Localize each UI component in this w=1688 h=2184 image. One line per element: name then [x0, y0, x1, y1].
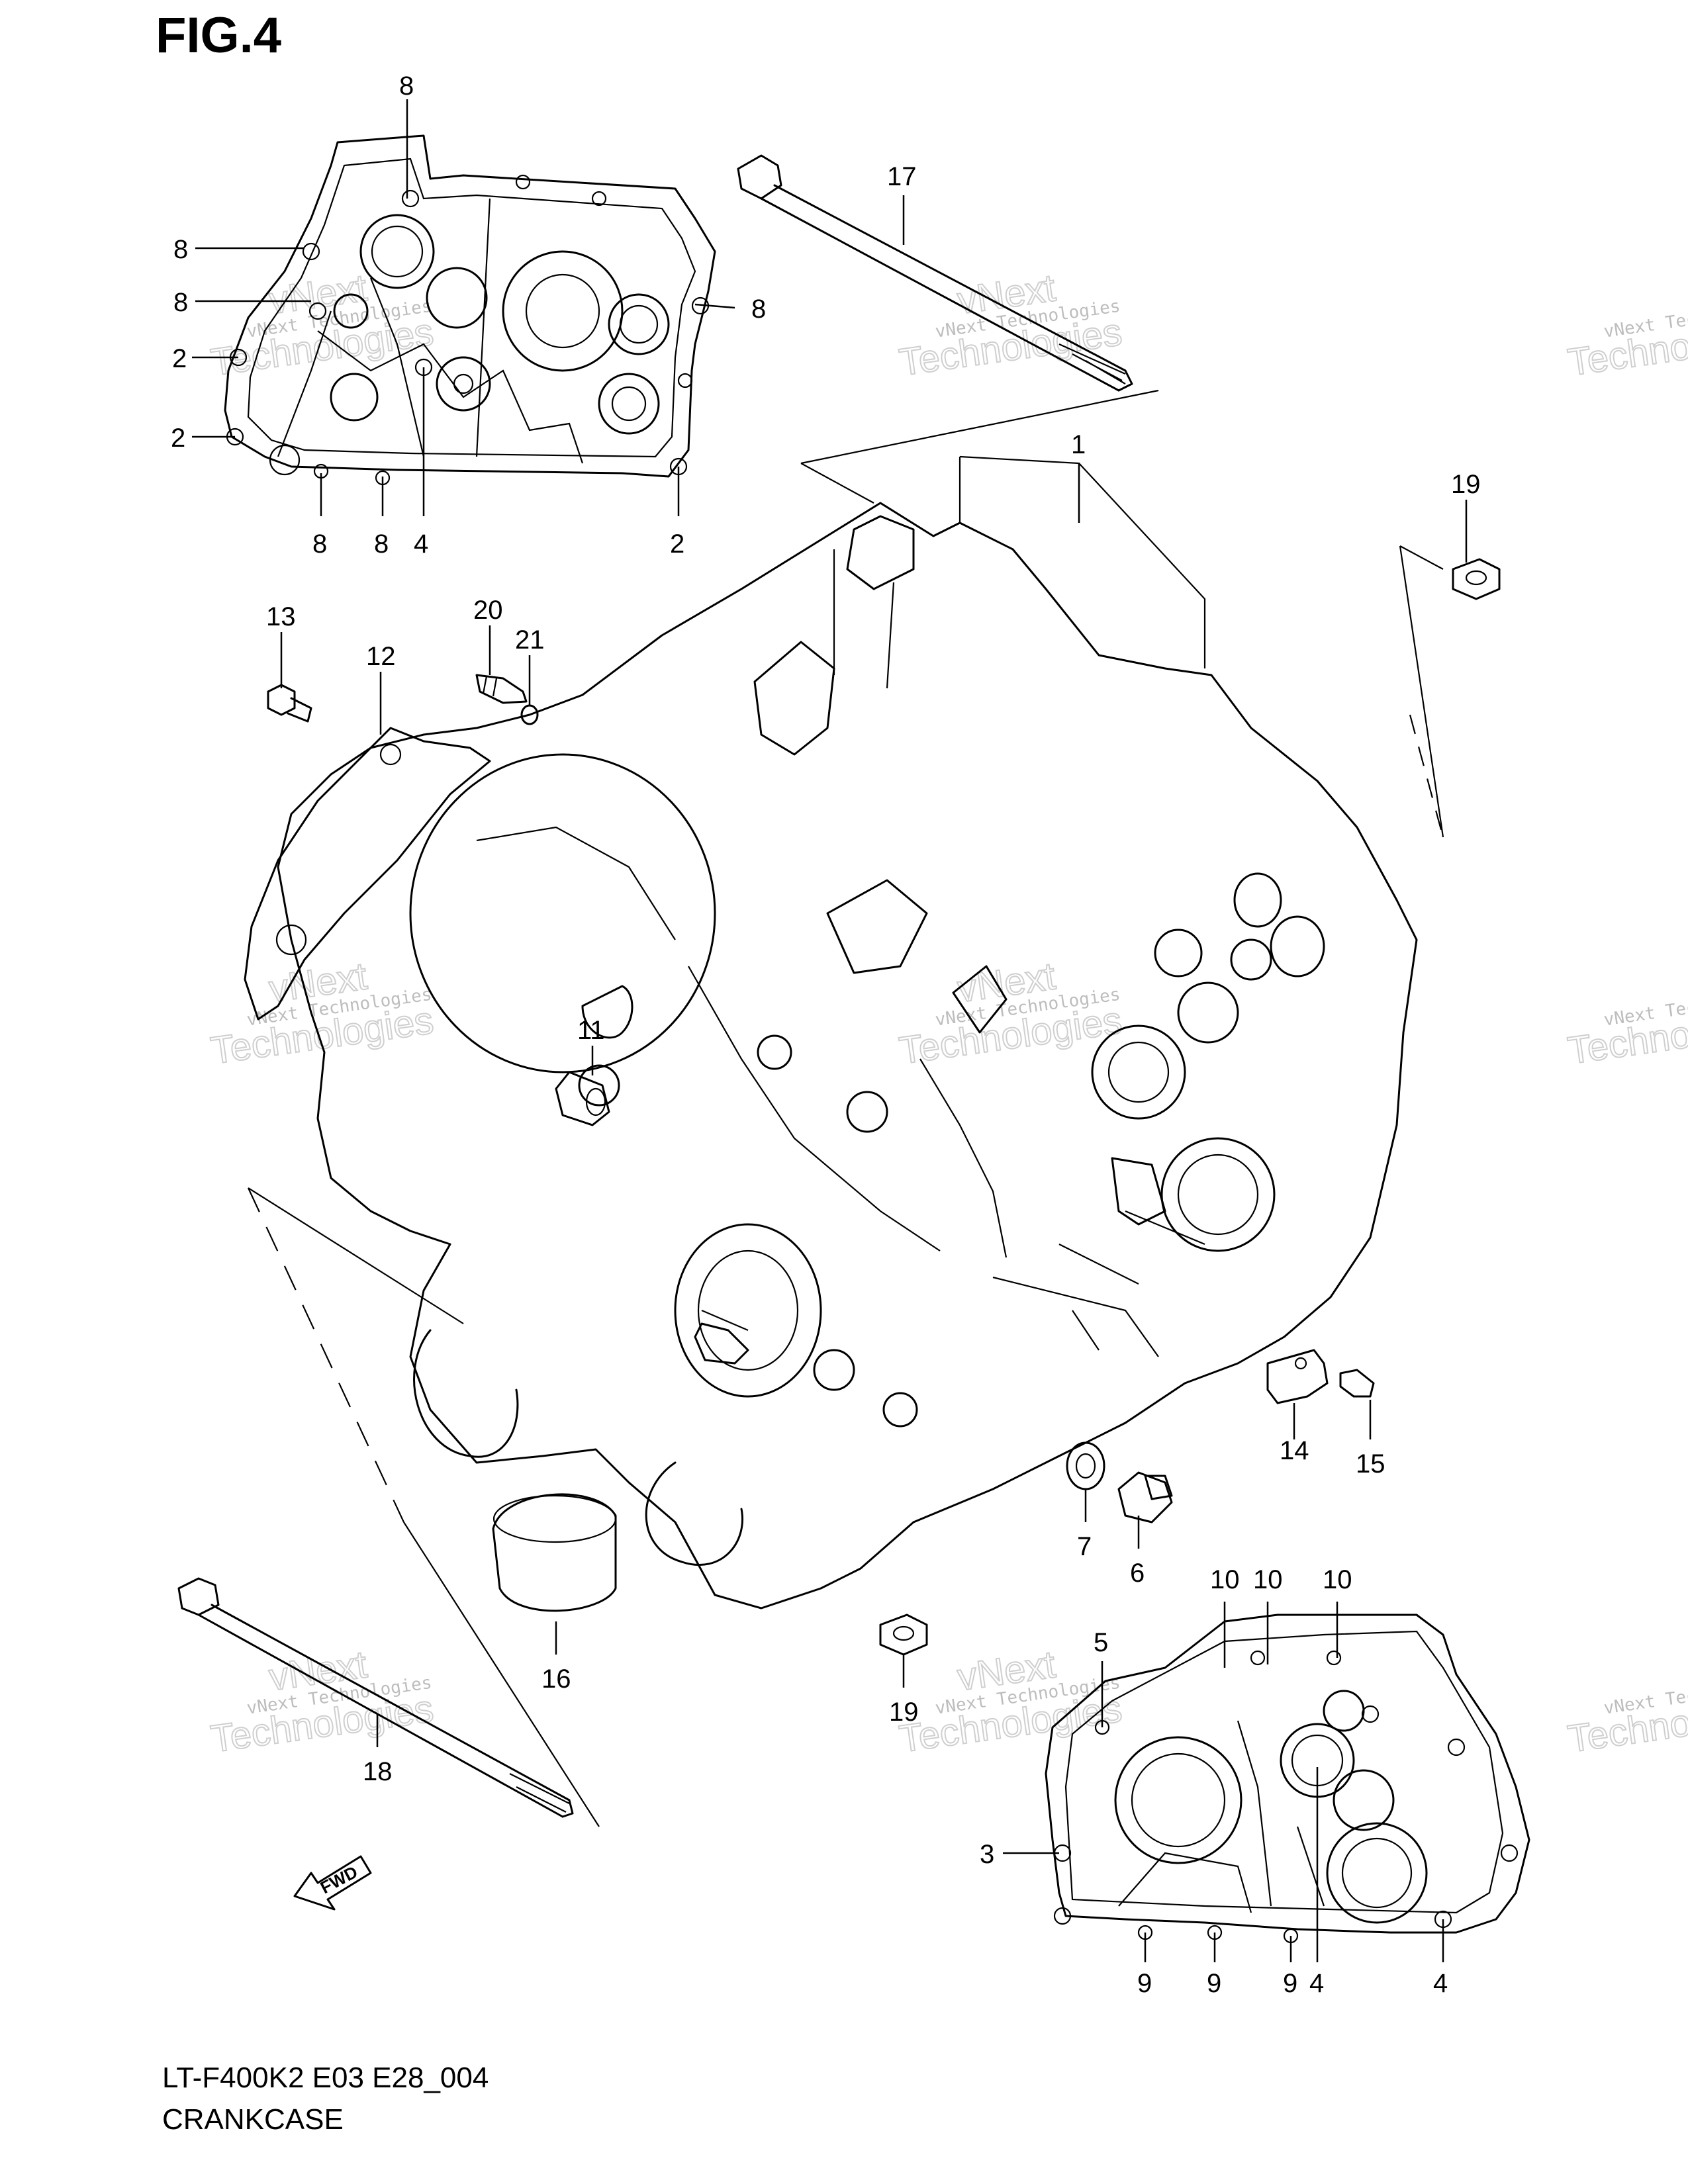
callout-8: 8 [312, 529, 327, 559]
callout-13: 13 [266, 602, 296, 631]
inset-top-left-case-face [224, 134, 716, 486]
callout-3: 3 [980, 1840, 994, 1869]
watermark: Technologies vNext vNext Technologies [896, 954, 1125, 1073]
callout-8: 8 [751, 295, 766, 324]
nut-19-lower [879, 1614, 928, 1656]
callout-4: 4 [1433, 1969, 1448, 1998]
dowel-11 [555, 1071, 610, 1126]
cap-16 [492, 1493, 617, 1612]
callout-15: 15 [1356, 1449, 1385, 1479]
callout-9: 9 [1137, 1969, 1152, 1998]
section-name: CRANKCASE [162, 2103, 344, 2136]
callout-1: 1 [1071, 430, 1086, 459]
drain-plug-6 [1117, 1471, 1173, 1524]
watermark: Technologies vNext vNext Technologies [207, 954, 436, 1073]
leader-lines [192, 99, 1468, 1962]
callout-21: 21 [515, 625, 545, 655]
bracket-guide-lines [248, 1187, 600, 1827]
callout-7: 7 [1077, 1532, 1092, 1561]
callout-18: 18 [363, 1757, 393, 1786]
callout-8: 8 [399, 71, 414, 101]
callout-9: 9 [1207, 1969, 1221, 1998]
callout-9: 9 [1283, 1969, 1297, 1998]
callout-19: 19 [889, 1698, 919, 1727]
callout-2: 2 [172, 344, 187, 373]
callout-4: 4 [1309, 1969, 1324, 1998]
callout-16: 16 [541, 1664, 571, 1694]
callout-10: 10 [1253, 1565, 1283, 1594]
callout-10: 10 [1323, 1565, 1352, 1594]
callout-17: 17 [887, 162, 917, 191]
crankcase-assembly [277, 389, 1444, 1610]
callout-11: 11 [577, 1016, 605, 1045]
plate-14 [1266, 1349, 1329, 1404]
washer-7 [1066, 1441, 1105, 1490]
callout-6: 6 [1130, 1559, 1145, 1588]
o-ring-21 [520, 704, 539, 725]
watermark: Technologies vNext vNext Technologies [896, 265, 1125, 385]
long-bolt-18 [177, 1577, 574, 1818]
nut-19-upper [1452, 558, 1501, 600]
callout-10: 10 [1210, 1565, 1240, 1594]
model-code: LT-F400K2 E03 E28_004 [162, 2062, 489, 2094]
gasket-12 [244, 727, 491, 1021]
watermark: Technologies vNext Technologies [1564, 985, 1688, 1073]
watermark: Technologies vNext Technologies [1564, 1673, 1688, 1762]
watermark: Technologies vNext vNext Technologies [896, 1642, 1125, 1761]
callout-8: 8 [173, 288, 188, 317]
long-bolt-17 [737, 154, 1133, 392]
callout-8: 8 [374, 529, 389, 559]
watermark: Technologies vNext vNext Technologies [207, 1642, 436, 1761]
callout-2: 2 [670, 529, 684, 559]
fitting-20 [475, 674, 528, 704]
inset-bottom-right-case-face [1045, 1614, 1530, 1944]
callout-14: 14 [1280, 1436, 1309, 1465]
callout-5: 5 [1094, 1628, 1108, 1657]
bolt-13 [267, 684, 312, 723]
callout-labels: 8 8 8 8 2 2 8 8 4 2 17 1 19 13 20 21 12 … [171, 71, 1481, 1998]
fwd-arrow-icon: FWD [293, 1855, 372, 1911]
callout-19: 19 [1451, 470, 1481, 499]
callout-12: 12 [366, 642, 396, 671]
callout-4: 4 [414, 529, 428, 559]
callout-8: 8 [173, 235, 188, 264]
callout-20: 20 [473, 596, 503, 625]
watermark: Technologies vNext Technologies [1564, 296, 1688, 385]
figure-title: FIG.4 [156, 7, 282, 64]
bolt-15 [1339, 1369, 1375, 1398]
callout-2: 2 [171, 424, 185, 453]
